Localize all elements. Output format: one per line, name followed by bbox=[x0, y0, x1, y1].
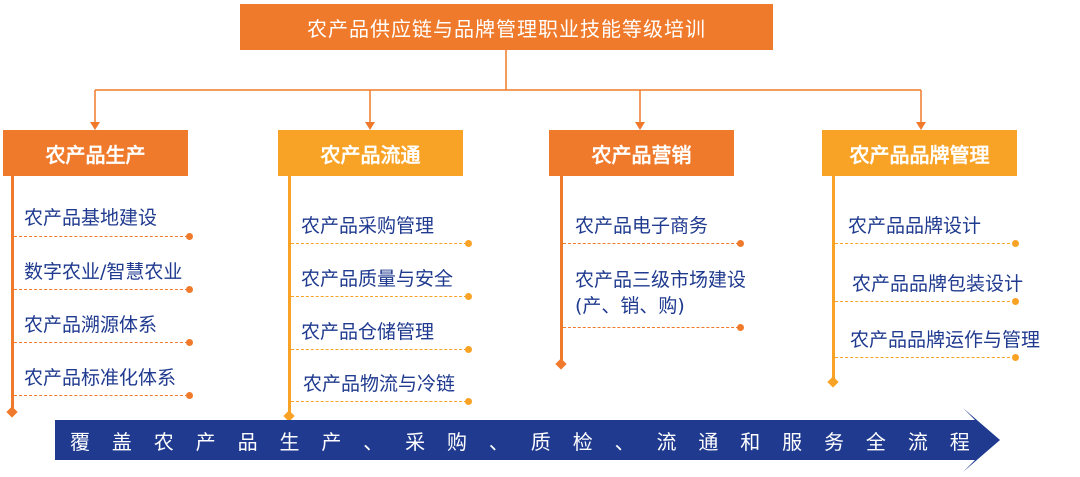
banner-char: 程 bbox=[949, 429, 970, 454]
list-item: 农产品仓储管理 bbox=[301, 321, 435, 343]
list-item: 农产品质量与安全 bbox=[301, 268, 454, 290]
category-production: 农产品生产 bbox=[3, 130, 188, 176]
category-label: 农产品营销 bbox=[591, 142, 692, 167]
category-label: 农产品品牌管理 bbox=[849, 142, 990, 167]
item-underline bbox=[563, 243, 739, 244]
list-item: 农产品采购管理 bbox=[301, 215, 435, 237]
banner-char: 盖 bbox=[111, 429, 132, 454]
banner-char: 购 bbox=[447, 429, 468, 454]
list-item: 数字农业/智慧农业 bbox=[24, 261, 183, 283]
banner-char: 通 bbox=[698, 429, 719, 454]
item-underline bbox=[291, 243, 467, 244]
category-label: 农产品流通 bbox=[320, 142, 421, 167]
banner-char: 全 bbox=[865, 429, 886, 454]
banner-char: 、 bbox=[614, 429, 635, 454]
banner-char: 流 bbox=[907, 429, 928, 454]
banner-char: 、 bbox=[363, 429, 384, 454]
list-item: 农产品标准化体系 bbox=[24, 367, 177, 389]
item-underline bbox=[14, 342, 188, 343]
category-marketing: 农产品营销 bbox=[549, 130, 734, 176]
category-circulation: 农产品流通 bbox=[278, 130, 463, 176]
list-item: 农产品品牌设计 bbox=[848, 215, 982, 237]
banner-char: 品 bbox=[237, 429, 258, 454]
item-dot bbox=[1012, 298, 1019, 305]
item-underline bbox=[563, 327, 739, 328]
item-dot bbox=[1012, 240, 1019, 247]
item-underline bbox=[291, 349, 467, 350]
list-item: 农产品基地建设 bbox=[24, 207, 158, 229]
item-dot bbox=[465, 398, 472, 405]
list-item: 农产品品牌包装设计 bbox=[852, 273, 1024, 295]
column-line bbox=[288, 176, 291, 414]
item-underline bbox=[835, 357, 1015, 358]
item-dot bbox=[465, 346, 472, 353]
item-underline bbox=[14, 395, 188, 396]
column-line bbox=[11, 176, 14, 410]
item-underline bbox=[835, 243, 1015, 244]
banner-char: 流 bbox=[656, 429, 677, 454]
item-dot bbox=[1012, 354, 1019, 361]
item-dot bbox=[465, 240, 472, 247]
banner-char: 和 bbox=[740, 429, 761, 454]
banner-char: 覆 bbox=[70, 429, 90, 454]
title-box: 农产品供应链与品牌管理职业技能等级培训 bbox=[240, 4, 773, 50]
banner-char: 质 bbox=[530, 429, 551, 454]
item-dot bbox=[186, 233, 193, 240]
list-item: 农产品三级市场建设 bbox=[575, 269, 747, 291]
item-underline bbox=[14, 289, 188, 290]
list-item-note: (产、销、购) bbox=[575, 295, 685, 317]
banner-char: 务 bbox=[824, 429, 845, 454]
item-dot bbox=[186, 339, 193, 346]
banner-char: 检 bbox=[572, 429, 593, 454]
banner-char: 产 bbox=[321, 429, 342, 454]
item-underline bbox=[291, 401, 467, 402]
column-line bbox=[560, 176, 563, 362]
list-item: 农产品物流与冷链 bbox=[303, 373, 456, 395]
banner-char: 农 bbox=[153, 429, 174, 454]
list-item: 农产品品牌运作与管理 bbox=[850, 329, 1041, 351]
item-dot bbox=[465, 293, 472, 300]
banner-char: 产 bbox=[195, 429, 216, 454]
category-label: 农产品生产 bbox=[45, 142, 146, 167]
item-underline bbox=[291, 296, 467, 297]
item-dot bbox=[186, 392, 193, 399]
item-underline bbox=[835, 301, 1015, 302]
list-item: 农产品溯源体系 bbox=[24, 314, 158, 336]
banner-char: 采 bbox=[405, 429, 426, 454]
item-dot bbox=[737, 240, 744, 247]
list-item: 农产品电子商务 bbox=[575, 215, 709, 237]
banner-char: 服 bbox=[782, 429, 803, 454]
item-dot bbox=[737, 324, 744, 331]
item-underline bbox=[14, 236, 188, 237]
column-line bbox=[832, 176, 835, 380]
title-text: 农产品供应链与品牌管理职业技能等级培训 bbox=[307, 16, 706, 41]
banner-char: 、 bbox=[488, 429, 509, 454]
item-dot bbox=[186, 286, 193, 293]
category-brand: 农产品品牌管理 bbox=[822, 130, 1017, 176]
banner-char: 生 bbox=[279, 429, 300, 454]
process-arrow-text: 覆盖农产品生产、采购、质检、流通和服务全流程 bbox=[70, 420, 970, 460]
